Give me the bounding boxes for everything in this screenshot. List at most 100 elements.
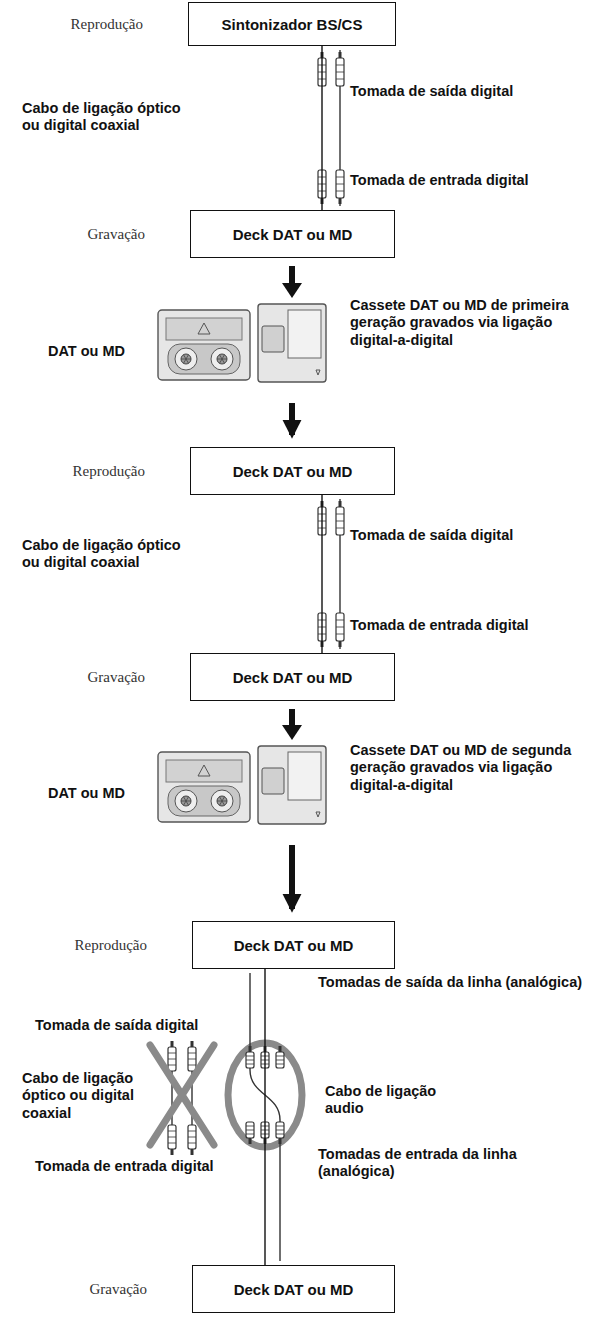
callout-label: DAT ou MD xyxy=(48,785,153,802)
callout-label: Tomada de entrada digital xyxy=(350,172,585,189)
plug-grip xyxy=(276,1060,284,1061)
plug-grip xyxy=(188,1143,196,1144)
plug-grip xyxy=(168,1143,176,1144)
cable-plug xyxy=(336,507,344,535)
device-box: ReproduçãoDeck DAT ou MD xyxy=(192,921,395,969)
mode-label: Reprodução xyxy=(73,463,145,480)
plug-pin xyxy=(279,1046,282,1052)
cable-plug xyxy=(188,1125,196,1149)
plug-grip xyxy=(336,65,344,66)
plug-pin xyxy=(339,52,342,58)
device-box: GravaçãoDeck DAT ou MD xyxy=(190,653,395,701)
mode-label: Reprodução xyxy=(71,16,143,33)
mode-label: Gravação xyxy=(88,669,145,686)
callout-label: Cabo de ligação óptico ou digital coaxia… xyxy=(22,1070,147,1122)
plug-grip xyxy=(336,72,344,73)
minidisc xyxy=(258,746,326,824)
cable-plug xyxy=(276,1052,284,1068)
plug-grip xyxy=(168,1053,176,1054)
plug-pin xyxy=(249,1138,252,1144)
plug-grip xyxy=(336,521,344,522)
arrow-head xyxy=(282,725,302,740)
plug-grip xyxy=(188,1065,196,1066)
plug-grip xyxy=(246,1130,254,1131)
callout-label: Cabo de ligação óptico ou digital coaxia… xyxy=(22,537,187,572)
device-name: Sintonizador BS/CS xyxy=(212,16,373,33)
flow-arrow xyxy=(289,709,295,909)
plug-grip xyxy=(168,1065,176,1066)
callout-label: Tomada de saída digital xyxy=(350,527,585,544)
flow-arrow xyxy=(289,266,295,435)
plug-grip xyxy=(336,514,344,515)
device-name: Deck DAT ou MD xyxy=(224,937,364,954)
callout-label: Tomada de entrada digital xyxy=(350,617,585,634)
arrow-head xyxy=(282,283,302,298)
plug-grip xyxy=(276,1134,284,1135)
digital-cable-crossed xyxy=(150,1041,214,1155)
device-box: GravaçãoDeck DAT ou MD xyxy=(190,210,395,258)
device-name: Deck DAT ou MD xyxy=(224,1281,364,1298)
callout-label: Cassete DAT ou MD de primeira geração gr… xyxy=(350,297,585,349)
device-box: ReproduçãoDeck DAT ou MD xyxy=(190,447,395,495)
cable xyxy=(321,495,322,653)
device-box: GravaçãoDeck DAT ou MD xyxy=(192,1265,395,1313)
mode-label: Gravação xyxy=(90,1281,147,1298)
plug-grip xyxy=(336,627,344,628)
plug-pin xyxy=(249,1046,252,1052)
device-box: ReproduçãoSintonizador BS/CS xyxy=(188,2,396,46)
plug-grip xyxy=(246,1126,254,1127)
cable-plug xyxy=(276,1122,284,1138)
plug-grip xyxy=(276,1056,284,1057)
mode-label: Gravação xyxy=(88,226,145,243)
plug-grip xyxy=(168,1131,176,1132)
plug-grip xyxy=(188,1053,196,1054)
cable-plug xyxy=(336,58,344,86)
dat-cassette xyxy=(158,752,250,822)
cable-plug xyxy=(168,1125,176,1149)
plug-pin xyxy=(171,1041,174,1047)
plug-grip xyxy=(336,184,344,185)
mode-label: Reprodução xyxy=(75,937,147,954)
device-name: Deck DAT ou MD xyxy=(223,669,363,686)
device-name: Deck DAT ou MD xyxy=(223,463,363,480)
callout-label: Cabo de ligação audio xyxy=(325,1083,450,1118)
plug-grip xyxy=(336,79,344,80)
plug-grip xyxy=(336,634,344,635)
callout-label: Cassete DAT ou MD de segunda geração gra… xyxy=(350,742,585,794)
minidisc xyxy=(258,304,326,382)
device-name: Deck DAT ou MD xyxy=(223,226,363,243)
plug-grip xyxy=(276,1064,284,1065)
plug-pin xyxy=(191,1149,194,1155)
plug-grip xyxy=(246,1134,254,1135)
plug-grip xyxy=(188,1131,196,1132)
plug-pin xyxy=(339,501,342,507)
plug-grip xyxy=(168,1137,176,1138)
callout-label: Tomadas de entrada da linha (analógica) xyxy=(318,1146,583,1181)
plug-grip xyxy=(336,177,344,178)
plug-grip xyxy=(246,1060,254,1061)
cable xyxy=(321,46,322,210)
plug-grip xyxy=(276,1126,284,1127)
plug-pin xyxy=(171,1149,174,1155)
plug-grip xyxy=(246,1064,254,1065)
plug-pin xyxy=(279,1138,282,1144)
callout-label: Cabo de ligação óptico ou digital coaxia… xyxy=(22,100,187,135)
cable-plug xyxy=(246,1052,254,1068)
plug-grip xyxy=(188,1137,196,1138)
cable-plug xyxy=(168,1047,176,1071)
callout-label: Tomada de saída digital xyxy=(35,1017,235,1034)
callout-label: Tomadas de saída da linha (analógica) xyxy=(318,974,583,991)
plug-pin xyxy=(339,198,342,204)
plug-grip xyxy=(276,1130,284,1131)
plug-grip xyxy=(336,191,344,192)
plug-grip xyxy=(168,1059,176,1060)
plug-grip xyxy=(246,1056,254,1057)
dat-cassette xyxy=(158,310,250,380)
plug-pin xyxy=(191,1041,194,1047)
plug-grip xyxy=(336,620,344,621)
plug-pin xyxy=(339,641,342,647)
cable xyxy=(264,969,265,1265)
callout-label: Tomada de entrada digital xyxy=(35,1158,245,1175)
plug-grip xyxy=(336,528,344,529)
